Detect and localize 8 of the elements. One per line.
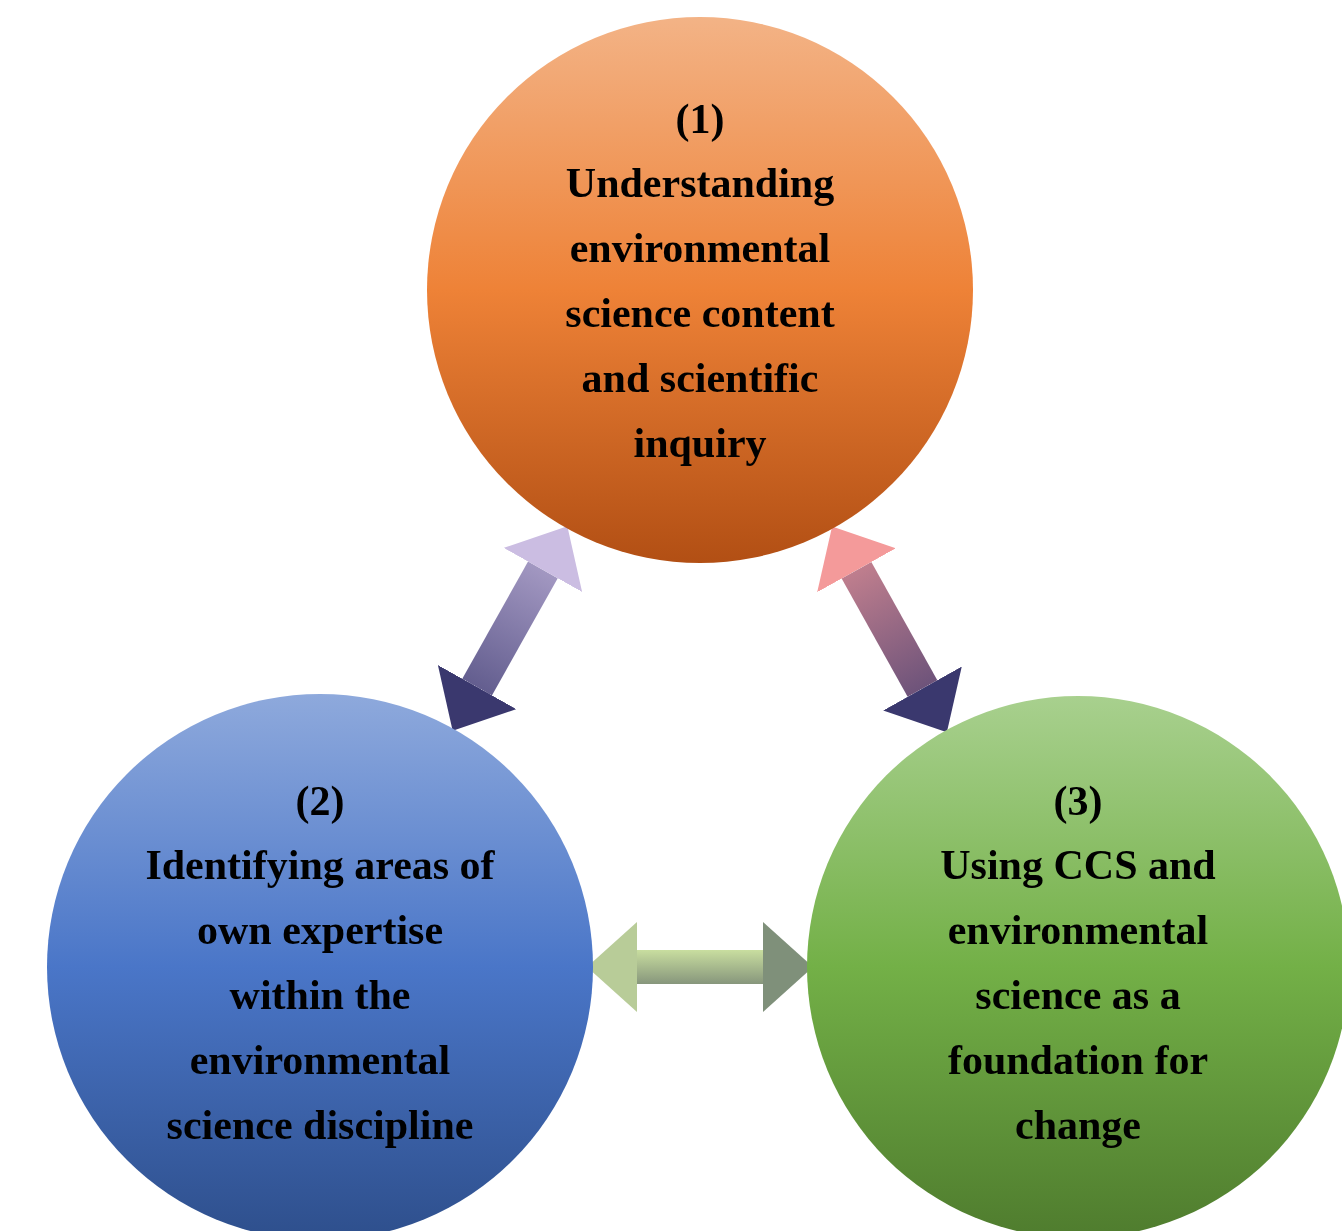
double-arrow: [437, 526, 583, 731]
step-description: Using CCS and environmental science as a foundation for change: [939, 840, 1217, 1150]
step-number: (1): [675, 95, 725, 145]
step-description: Identifying areas of own expertise within the environmental science discipline: [144, 840, 496, 1150]
step-number: (2): [295, 777, 345, 827]
double-arrow: [817, 526, 962, 733]
step-description: Understanding environmental science content and scientific inquiry: [564, 158, 836, 468]
step-number: (3): [1053, 777, 1103, 827]
